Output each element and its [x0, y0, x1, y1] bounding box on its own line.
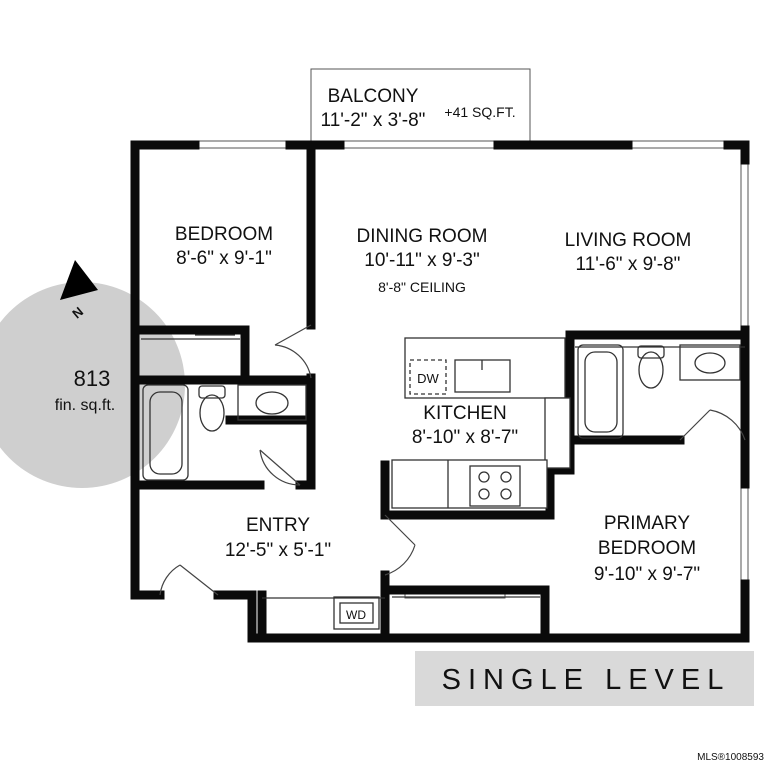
balcony-dims: 11'-2" x 3'-8"	[321, 110, 426, 131]
balcony-outline	[310, 68, 531, 145]
bedroom-dims: 8'-6" x 9'-1"	[176, 248, 272, 269]
entry-dims: 12'-5" x 5'-1"	[225, 540, 331, 561]
doors	[159, 324, 746, 596]
kitchen-dims: 8'-10" x 8'-7"	[412, 427, 518, 448]
dishwasher-box	[409, 359, 447, 395]
level-banner-bg	[415, 651, 754, 706]
bathroom-2-fixtures	[577, 344, 741, 439]
bedroom-name: BEDROOM	[175, 224, 273, 245]
dining-name: DINING ROOM	[357, 226, 488, 247]
level-banner: SINGLE LEVEL	[415, 651, 754, 706]
area-value: 813	[74, 366, 111, 391]
kitchen-name: KITCHEN	[423, 403, 506, 424]
bathtub-icon	[142, 384, 189, 481]
living-dims: 11'-6" x 9'-8"	[576, 254, 681, 275]
toilet-icon	[199, 394, 225, 432]
balcony: BALCONY 11'-2" x 3'-8" +41 SQ.FT.	[310, 68, 531, 145]
level-banner-text: SINGLE LEVEL	[442, 664, 731, 696]
balcony-extra: +41 SQ.FT.	[444, 104, 515, 120]
dishwasher-label: DW	[417, 371, 439, 386]
primary-name-line1: PRIMARY	[604, 513, 691, 534]
bathroom-1-fixtures	[142, 384, 307, 481]
dining-ceiling-note: 8'-8" CEILING	[378, 279, 466, 295]
primary-name-line2: BEDROOM	[598, 538, 696, 559]
toilet-icon	[638, 351, 664, 389]
kitchen-fixtures: DW	[391, 337, 571, 509]
north-arrow-icon	[60, 260, 98, 300]
entry-name: ENTRY	[246, 515, 310, 536]
stove-icon	[469, 465, 521, 507]
bathroom-sink-icon	[679, 344, 741, 381]
closet-details	[141, 334, 745, 599]
primary-dims: 9'-10" x 9'-7"	[594, 564, 700, 585]
compass-badge: N 813 fin. sq.ft.	[0, 260, 185, 488]
listing-id: MLS®1008593	[697, 752, 764, 763]
washer-dryer: WD	[333, 596, 380, 630]
room-labels: BEDROOM 8'-6" x 9'-1" DINING ROOM 10'-11…	[175, 224, 700, 585]
dining-dims: 10'-11" x 9'-3"	[364, 250, 479, 271]
bathroom-sink-icon	[237, 384, 307, 421]
balcony-name: BALCONY	[328, 86, 419, 107]
area-unit: fin. sq.ft.	[55, 397, 115, 414]
washer-dryer-label: WD	[346, 608, 366, 622]
bathtub-icon	[577, 344, 624, 439]
living-name: LIVING ROOM	[565, 230, 692, 251]
